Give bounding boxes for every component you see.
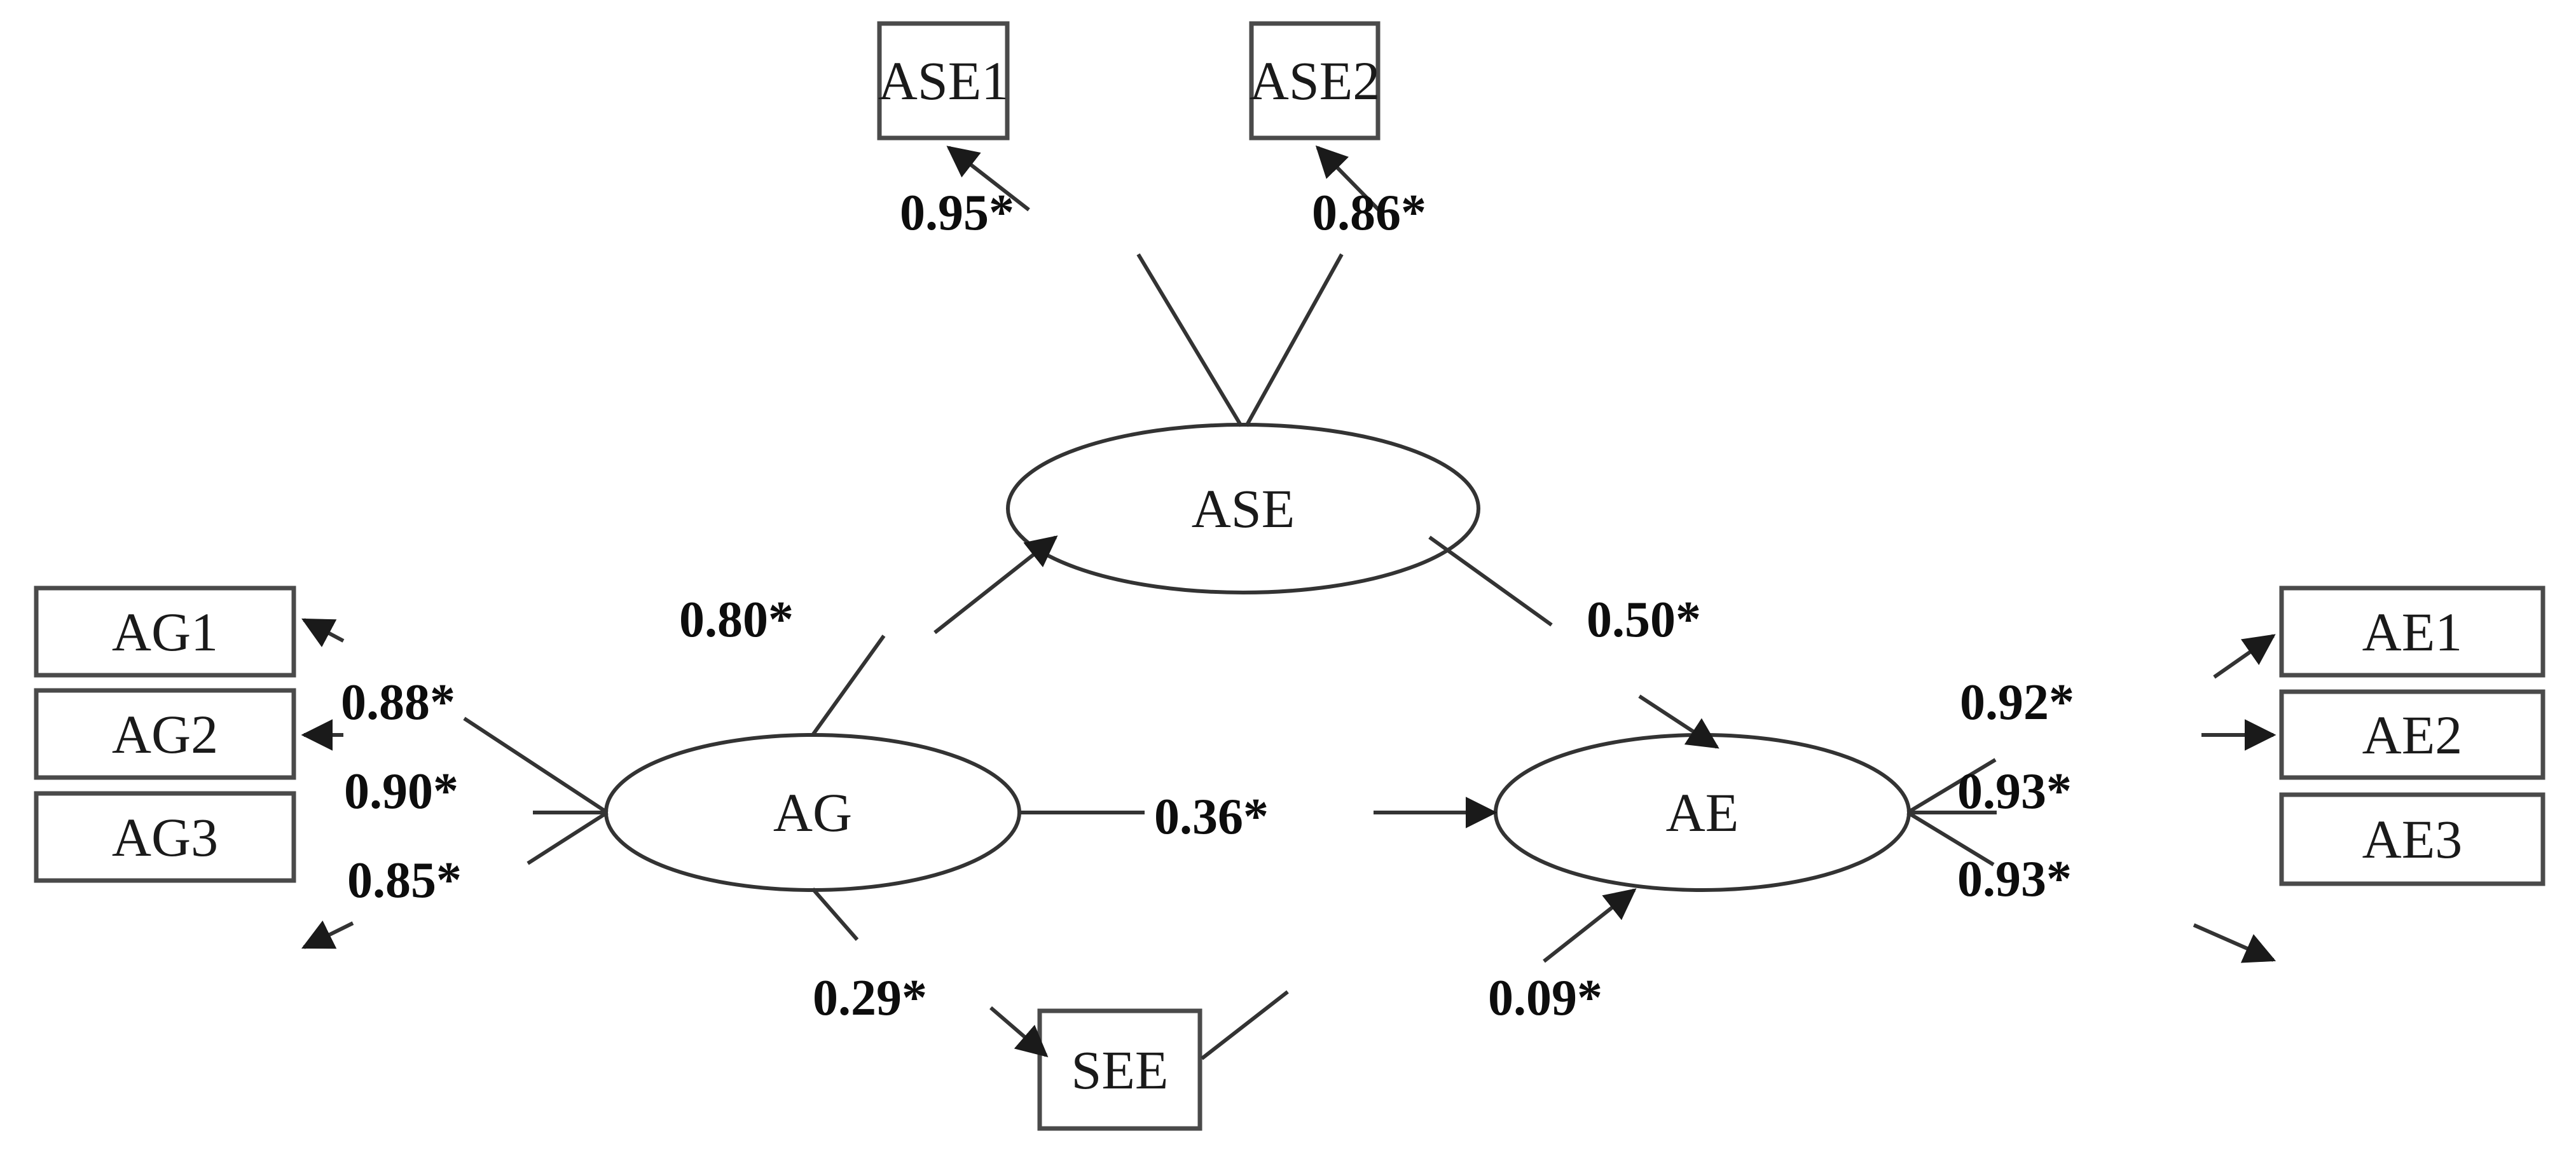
structural-paths: [811, 535, 1719, 1060]
box-ag1[interactable]: [34, 586, 296, 678]
path-ag-ase-head: [933, 535, 1058, 634]
path-ase-ae-head: [1638, 694, 1719, 749]
box-ag2[interactable]: [34, 688, 296, 780]
path-ag-to-ag1-stem: [463, 717, 609, 814]
coef-load-ag1: 0.88*: [341, 675, 455, 730]
path-ae-to-ae3-head: [2193, 923, 2276, 963]
path-ase-to-ase1-head: [946, 146, 1030, 212]
ellipse-ase[interactable]: [1006, 423, 1480, 594]
path-ase-to-ase2-head: [1315, 145, 1381, 212]
latent-ellipses: [604, 423, 1911, 892]
path-ae-to-ae1-head: [2213, 634, 2276, 679]
coef-load-ae2: 0.93*: [1957, 764, 2072, 820]
coef-load-ae1: 0.92*: [1960, 675, 2074, 730]
path-ag-to-ag3-head: [301, 920, 354, 949]
coef-path-ag-ase: 0.80*: [679, 592, 794, 648]
ase-loading-paths: [946, 145, 1381, 427]
coef-load-ag2: 0.90*: [344, 764, 458, 820]
ellipse-ae[interactable]: [1494, 733, 1911, 892]
coef-load-ase2: 0.86*: [1312, 185, 1426, 241]
ellipse-ag[interactable]: [604, 733, 1021, 892]
ae-loading-paths: [1906, 634, 2276, 963]
box-see[interactable]: [1037, 1008, 1202, 1131]
path-ag-to-ag3-stem: [527, 811, 609, 865]
path-see-ae-stem: [1201, 990, 1289, 1060]
coef-load-ae3: 0.93*: [1957, 851, 2072, 907]
path-ase-to-ase1-stem: [1136, 253, 1243, 427]
path-see-ae-head: [1543, 888, 1637, 963]
path-ase-to-ase2-stem: [1244, 253, 1344, 427]
path-ag-ase-stem: [811, 634, 886, 736]
ag-loading-paths: [301, 618, 609, 949]
box-ae2[interactable]: [2279, 689, 2545, 780]
path-ae-to-ae3-stem: [1906, 811, 1995, 867]
observed-boxes: [34, 21, 2545, 1131]
box-ae1[interactable]: [2279, 586, 2545, 678]
path-ae-to-ae1-stem: [1906, 758, 1997, 814]
path-ag-see-stem: [811, 888, 859, 941]
box-ase2[interactable]: [1249, 21, 1381, 141]
path-ag-to-ag1-head: [301, 618, 345, 647]
path-ag-see-head: [989, 1006, 1049, 1057]
coef-path-ag-see: 0.29*: [813, 970, 927, 1026]
coef-load-ag3: 0.85*: [347, 853, 462, 909]
coef-load-ase1: 0.95*: [900, 185, 1014, 241]
path-ase-ae-stem: [1428, 535, 1553, 627]
box-ase1[interactable]: [877, 21, 1010, 141]
box-ag3[interactable]: [34, 791, 296, 883]
coef-path-ase-ae: 0.50*: [1587, 592, 1701, 648]
coef-path-see-ae: 0.09*: [1488, 970, 1602, 1026]
box-ae3[interactable]: [2279, 792, 2545, 886]
coef-path-ag-ae: 0.36*: [1154, 789, 1269, 845]
